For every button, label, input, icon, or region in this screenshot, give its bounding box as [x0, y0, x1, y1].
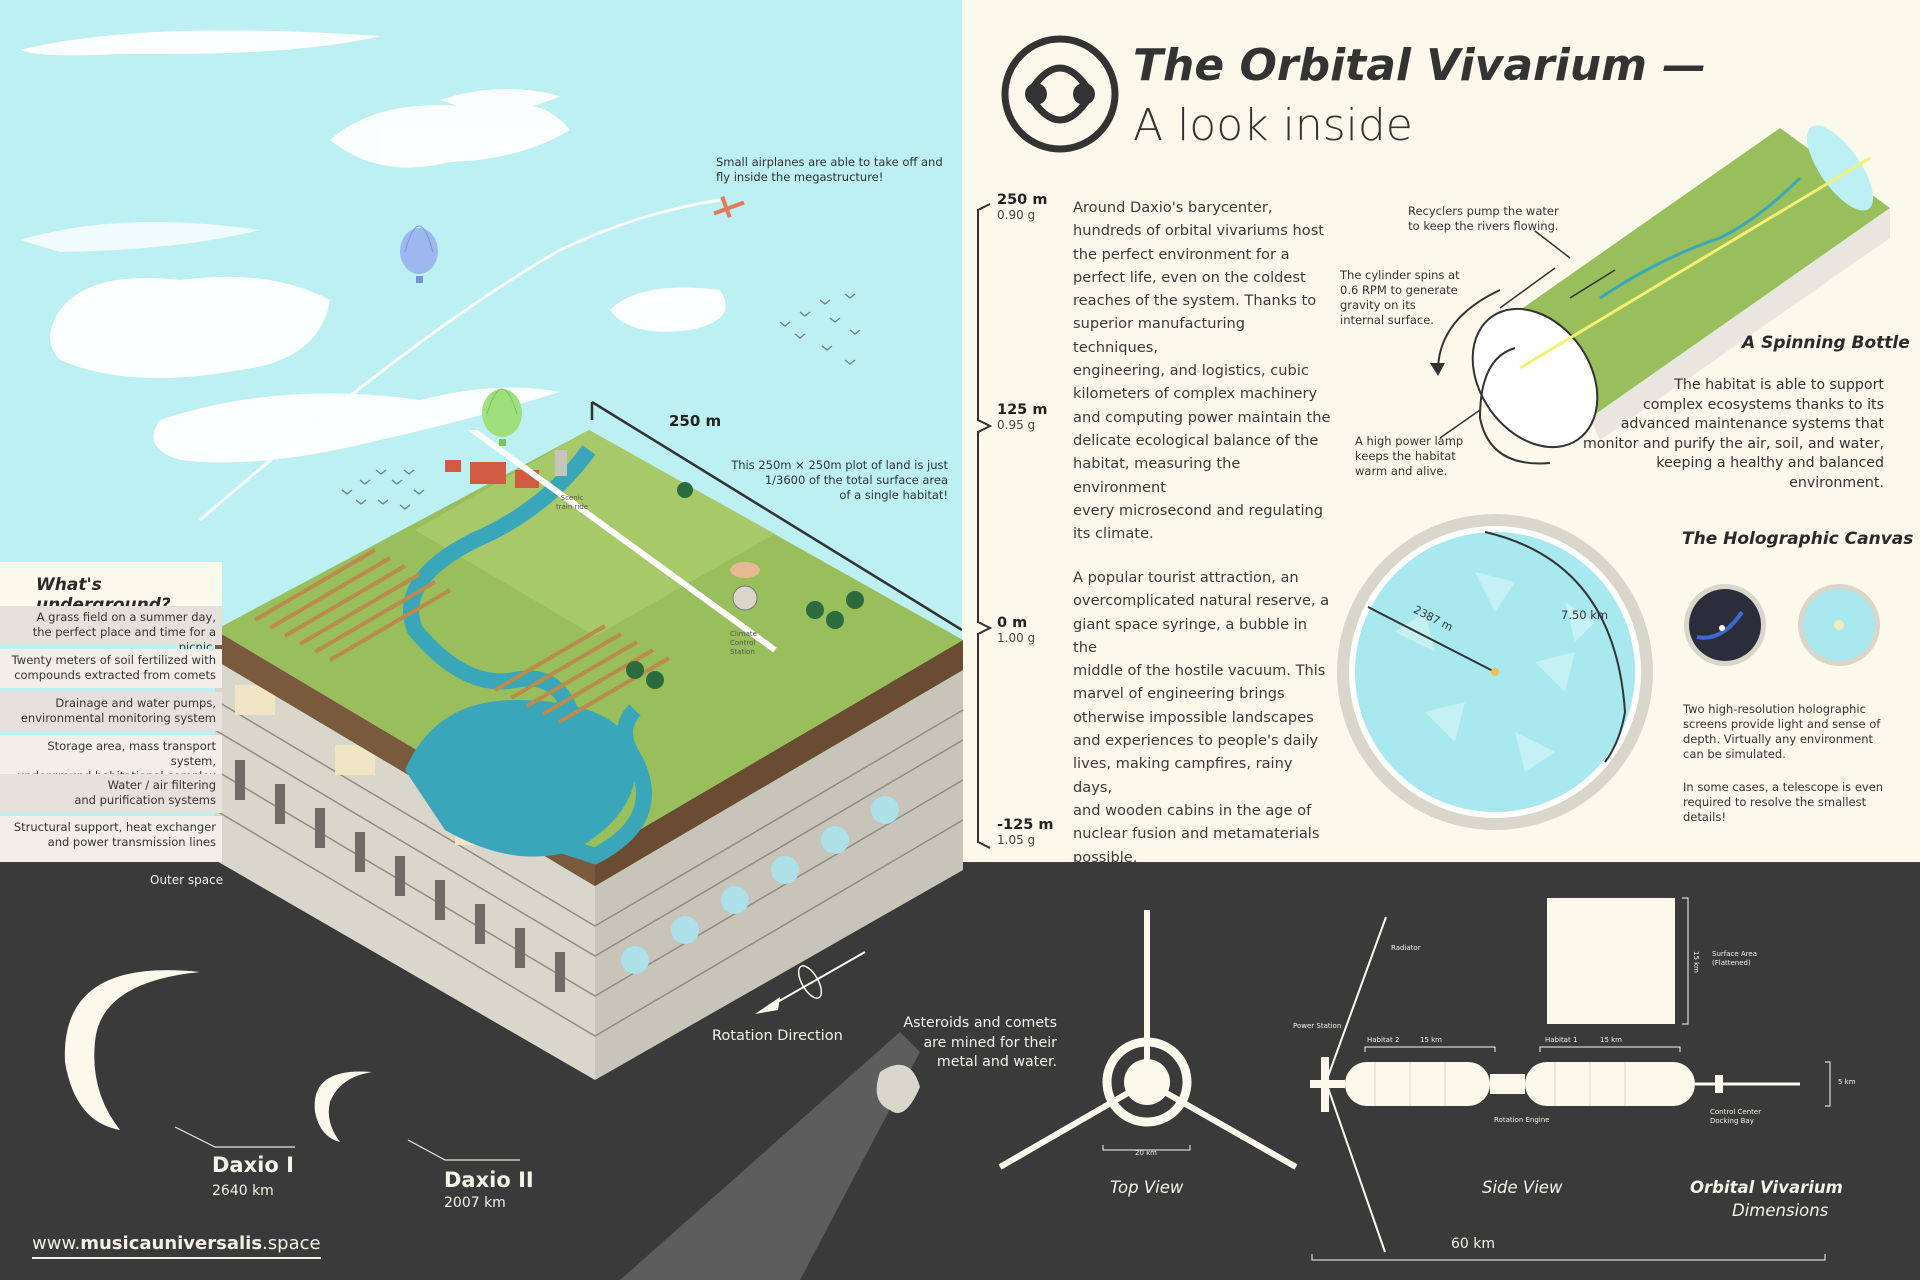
airplanes-note: Small airplanes are able to take off and… — [716, 155, 943, 184]
depth-label: 7.50 km — [1561, 608, 1609, 622]
side-view-label: Side View — [1482, 1178, 1563, 1197]
surface-area-label: Surface Area(Flattened) — [1712, 950, 1758, 967]
orbital-vivarium-logo-icon — [1001, 35, 1119, 153]
underground-row-grass: A grass field on a summer day,the perfec… — [0, 606, 222, 654]
habitat-1-length: 15 km — [1600, 1036, 1623, 1044]
daxio-i-name: Daxio I — [212, 1153, 294, 1177]
surface-side-label: 15 km — [1692, 950, 1701, 974]
dimensions-title: Orbital Vivarium — [1690, 1178, 1843, 1197]
daxio-ii-name: Daxio II — [444, 1168, 534, 1192]
intro-paragraph: Around Daxio's barycenter,hundreds of or… — [1073, 199, 1331, 543]
spotlight-beam — [620, 1032, 920, 1280]
page-subtitle: A look inside — [1133, 100, 1413, 151]
rotation-direction-label: Rotation Direction — [712, 1028, 843, 1044]
top-view-diagram — [998, 910, 1298, 1170]
moon-daxio-i-icon — [64, 970, 200, 1130]
surface-area-square — [1547, 898, 1675, 1024]
website-link[interactable]: www.musicauniversalis.space — [32, 1233, 321, 1259]
top-view-scale-label: 20 km — [1135, 1149, 1158, 1157]
underground-row-drainage: Drainage and water pumps,environmental m… — [0, 692, 222, 731]
hot-air-balloon-blue-icon — [400, 225, 438, 283]
clouds — [20, 30, 726, 463]
rotation-arrow-icon — [755, 997, 780, 1014]
telescope-screen-thumbnail — [1689, 589, 1761, 661]
habitat-cross-section-illustration — [215, 430, 964, 1080]
habitat-2-label: Habitat 2 — [1367, 1036, 1400, 1044]
daxio-i-size: 2640 km — [212, 1183, 274, 1199]
side-view-diagram — [1310, 897, 1831, 1261]
spinning-cylinder-illustration — [1430, 125, 1890, 465]
holographic-screens-thumbnails — [1684, 584, 1880, 666]
habitat-2-length: 15 km — [1420, 1036, 1443, 1044]
hot-air-balloon-green-icon — [482, 388, 522, 446]
diameter-label: 5 km — [1838, 1078, 1856, 1086]
plot-size-label: 250 m — [669, 412, 722, 430]
underground-heading-box: What's underground? — [0, 562, 222, 615]
radiator-label: Radiator — [1391, 944, 1421, 952]
holographic-canvas-illustration — [1337, 514, 1653, 830]
rotation-engine-label: Rotation Engine — [1494, 1116, 1550, 1124]
outer-space-label: Outer space — [150, 873, 224, 887]
daxio-ii-size: 2007 km — [444, 1195, 506, 1211]
space-illustrations — [64, 897, 1831, 1280]
birds-flock-icon — [341, 293, 861, 510]
page-title: The Orbital Vivarium — — [1133, 40, 1707, 91]
moon-daxio-ii-icon — [314, 1071, 372, 1142]
asteroid-mining-ship-icon — [876, 1064, 920, 1114]
underground-row-storage: Storage area, mass transport system,unde… — [0, 735, 222, 783]
spinning-bottle-heading: A Spinning Bottle — [1742, 333, 1910, 353]
habitat-1-label: Habitat 1 — [1545, 1036, 1578, 1044]
power-station-label: Power Station — [1293, 1022, 1342, 1030]
sky-illustration — [20, 30, 962, 632]
height-scale-bar — [977, 203, 993, 849]
total-length-label: 60 km — [1451, 1236, 1496, 1252]
airplane-icon — [713, 195, 745, 219]
top-view-label: Top View — [1110, 1178, 1184, 1197]
holographic-canvas-heading: The Holographic Canvas — [1682, 529, 1914, 549]
dimensions-subtitle: Dimensions — [1732, 1201, 1829, 1220]
